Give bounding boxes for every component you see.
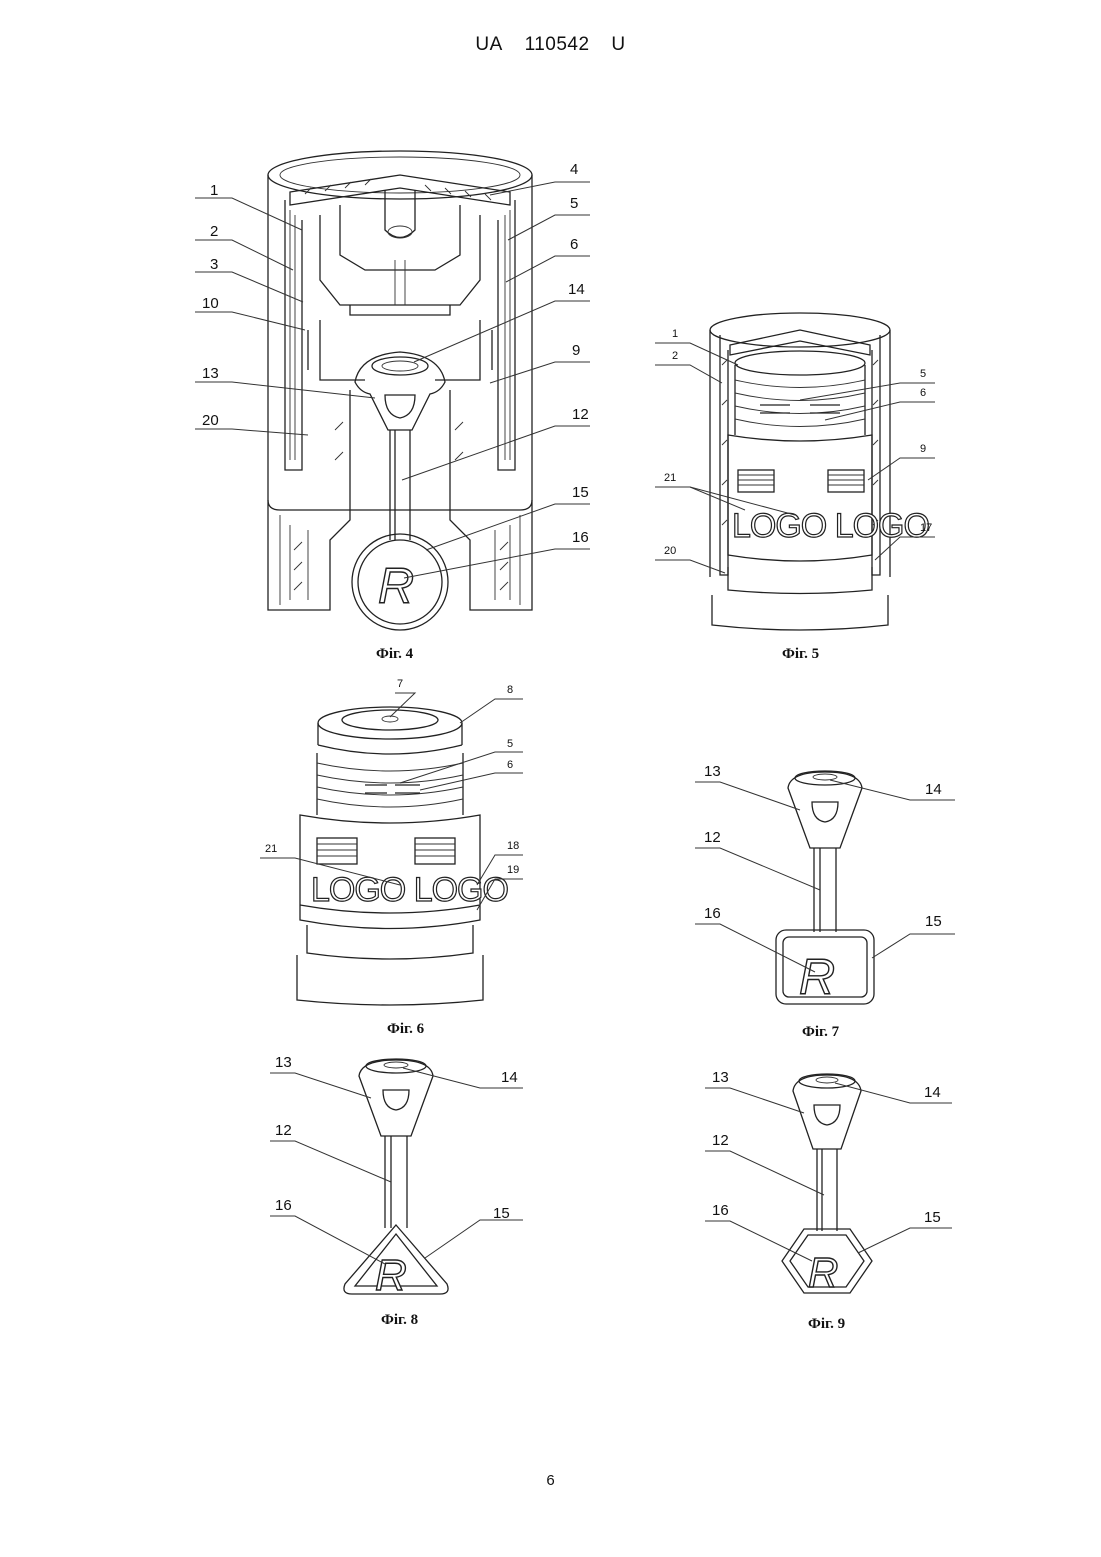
fig5-drawing: LOGO LOGO xyxy=(710,313,929,630)
figure-6: LOGO LOGO 7 8 5 6 21 18 19 Фiг. 6 xyxy=(255,675,540,1040)
fig4-label-5: 5 xyxy=(570,195,578,212)
fig6-logo: LOGO LOGO xyxy=(311,871,508,909)
fig4-label-2: 2 xyxy=(210,223,218,240)
figure-9: R 13 14 12 16 15 Фiг. 9 xyxy=(700,1065,960,1345)
fig4-label-3: 3 xyxy=(210,256,218,273)
fig4-label-6: 6 xyxy=(570,236,578,253)
fig4-label-12: 12 xyxy=(572,406,589,423)
fig5-label-9: 9 xyxy=(920,443,926,455)
fig8-labels: 13 14 12 16 15 xyxy=(275,1054,518,1222)
fig4-label-14: 14 xyxy=(568,281,585,298)
fig9-label-16: 16 xyxy=(712,1202,729,1219)
fig4-label-10: 10 xyxy=(202,295,219,312)
fig6-label-8: 8 xyxy=(507,684,513,696)
fig4-label-13: 13 xyxy=(202,365,219,382)
fig9-drawing: R xyxy=(782,1074,872,1296)
patent-header: UA 110542 U xyxy=(0,34,1101,56)
fig6-label-19: 19 xyxy=(507,864,519,876)
fig5-label-17: 17 xyxy=(920,522,932,534)
fig7-label-15: 15 xyxy=(925,913,942,930)
header-number: 110542 xyxy=(525,34,590,55)
fig6-drawing: LOGO LOGO xyxy=(297,707,508,1005)
fig8-label-14: 14 xyxy=(501,1069,518,1086)
figure-8: R 13 14 12 16 15 Фiг. 8 xyxy=(265,1050,535,1340)
fig8-label-12: 12 xyxy=(275,1122,292,1139)
fig7-caption: Фiг. 7 xyxy=(802,1024,840,1040)
fig9-label-12: 12 xyxy=(712,1132,729,1149)
fig6-label-21: 21 xyxy=(265,843,277,855)
fig9-labels: 13 14 12 16 15 xyxy=(712,1069,941,1226)
fig8-label-13: 13 xyxy=(275,1054,292,1071)
figure-4: R 1 2 3 10 13 20 4 5 6 14 9 12 15 16 Фiг… xyxy=(190,130,610,670)
fig4-label-9: 9 xyxy=(572,342,580,359)
header-kind: U xyxy=(611,34,625,55)
fig8-label-15: 15 xyxy=(493,1205,510,1222)
fig6-label-7: 7 xyxy=(397,678,403,690)
fig9-leaders xyxy=(705,1083,952,1261)
fig8-label-16: 16 xyxy=(275,1197,292,1214)
fig5-logo: LOGO LOGO xyxy=(732,507,929,545)
fig7-leaders xyxy=(695,780,955,972)
fig7-labels: 13 14 12 16 15 xyxy=(704,763,942,930)
fig8-drawing: R xyxy=(344,1059,448,1300)
header-office: UA xyxy=(475,34,502,55)
fig4-label-20: 20 xyxy=(202,412,219,429)
fig9-label-13: 13 xyxy=(712,1069,729,1086)
fig6-label-6: 6 xyxy=(507,759,513,771)
fig4-leaders xyxy=(195,182,590,578)
fig7-label-12: 12 xyxy=(704,829,721,846)
fig4-label-15: 15 xyxy=(572,484,589,501)
fig4-label-1: 1 xyxy=(210,182,218,199)
fig7-drawing: R xyxy=(776,771,874,1005)
fig9-caption: Фiг. 9 xyxy=(808,1316,845,1332)
fig9-emblem-letter: R xyxy=(808,1249,838,1296)
page-number: 6 xyxy=(0,1472,1101,1489)
fig7-label-13: 13 xyxy=(704,763,721,780)
fig7-emblem-letter: R xyxy=(799,949,835,1005)
fig9-label-15: 15 xyxy=(924,1209,941,1226)
fig4-caption: Фiг. 4 xyxy=(376,646,414,662)
fig6-label-18: 18 xyxy=(507,840,519,852)
fig5-label-1: 1 xyxy=(672,328,678,340)
fig5-caption: Фiг. 5 xyxy=(782,646,819,662)
fig6-caption: Фiг. 6 xyxy=(387,1021,425,1037)
fig8-emblem-letter: R xyxy=(375,1251,407,1300)
fig7-label-14: 14 xyxy=(925,781,942,798)
figure-5: LOGO LOGO 1 2 21 20 5 6 9 17 Фiг. 5 xyxy=(650,305,950,670)
fig8-caption: Фiг. 8 xyxy=(381,1312,418,1328)
fig5-label-21: 21 xyxy=(664,472,676,484)
figure-7: R 13 14 12 16 15 Фiг. 7 xyxy=(690,760,960,1045)
fig4-label-16: 16 xyxy=(572,529,589,546)
fig5-label-2: 2 xyxy=(672,350,678,362)
fig4-label-4: 4 xyxy=(570,161,578,178)
fig6-labels: 7 8 5 6 21 18 19 xyxy=(265,678,519,876)
fig7-label-16: 16 xyxy=(704,905,721,922)
fig6-label-5: 5 xyxy=(507,738,513,750)
fig4-emblem-letter: R xyxy=(378,558,414,614)
fig5-label-20: 20 xyxy=(664,545,676,557)
fig5-label-6: 6 xyxy=(920,387,926,399)
fig9-label-14: 14 xyxy=(924,1084,941,1101)
fig5-label-5: 5 xyxy=(920,368,926,380)
